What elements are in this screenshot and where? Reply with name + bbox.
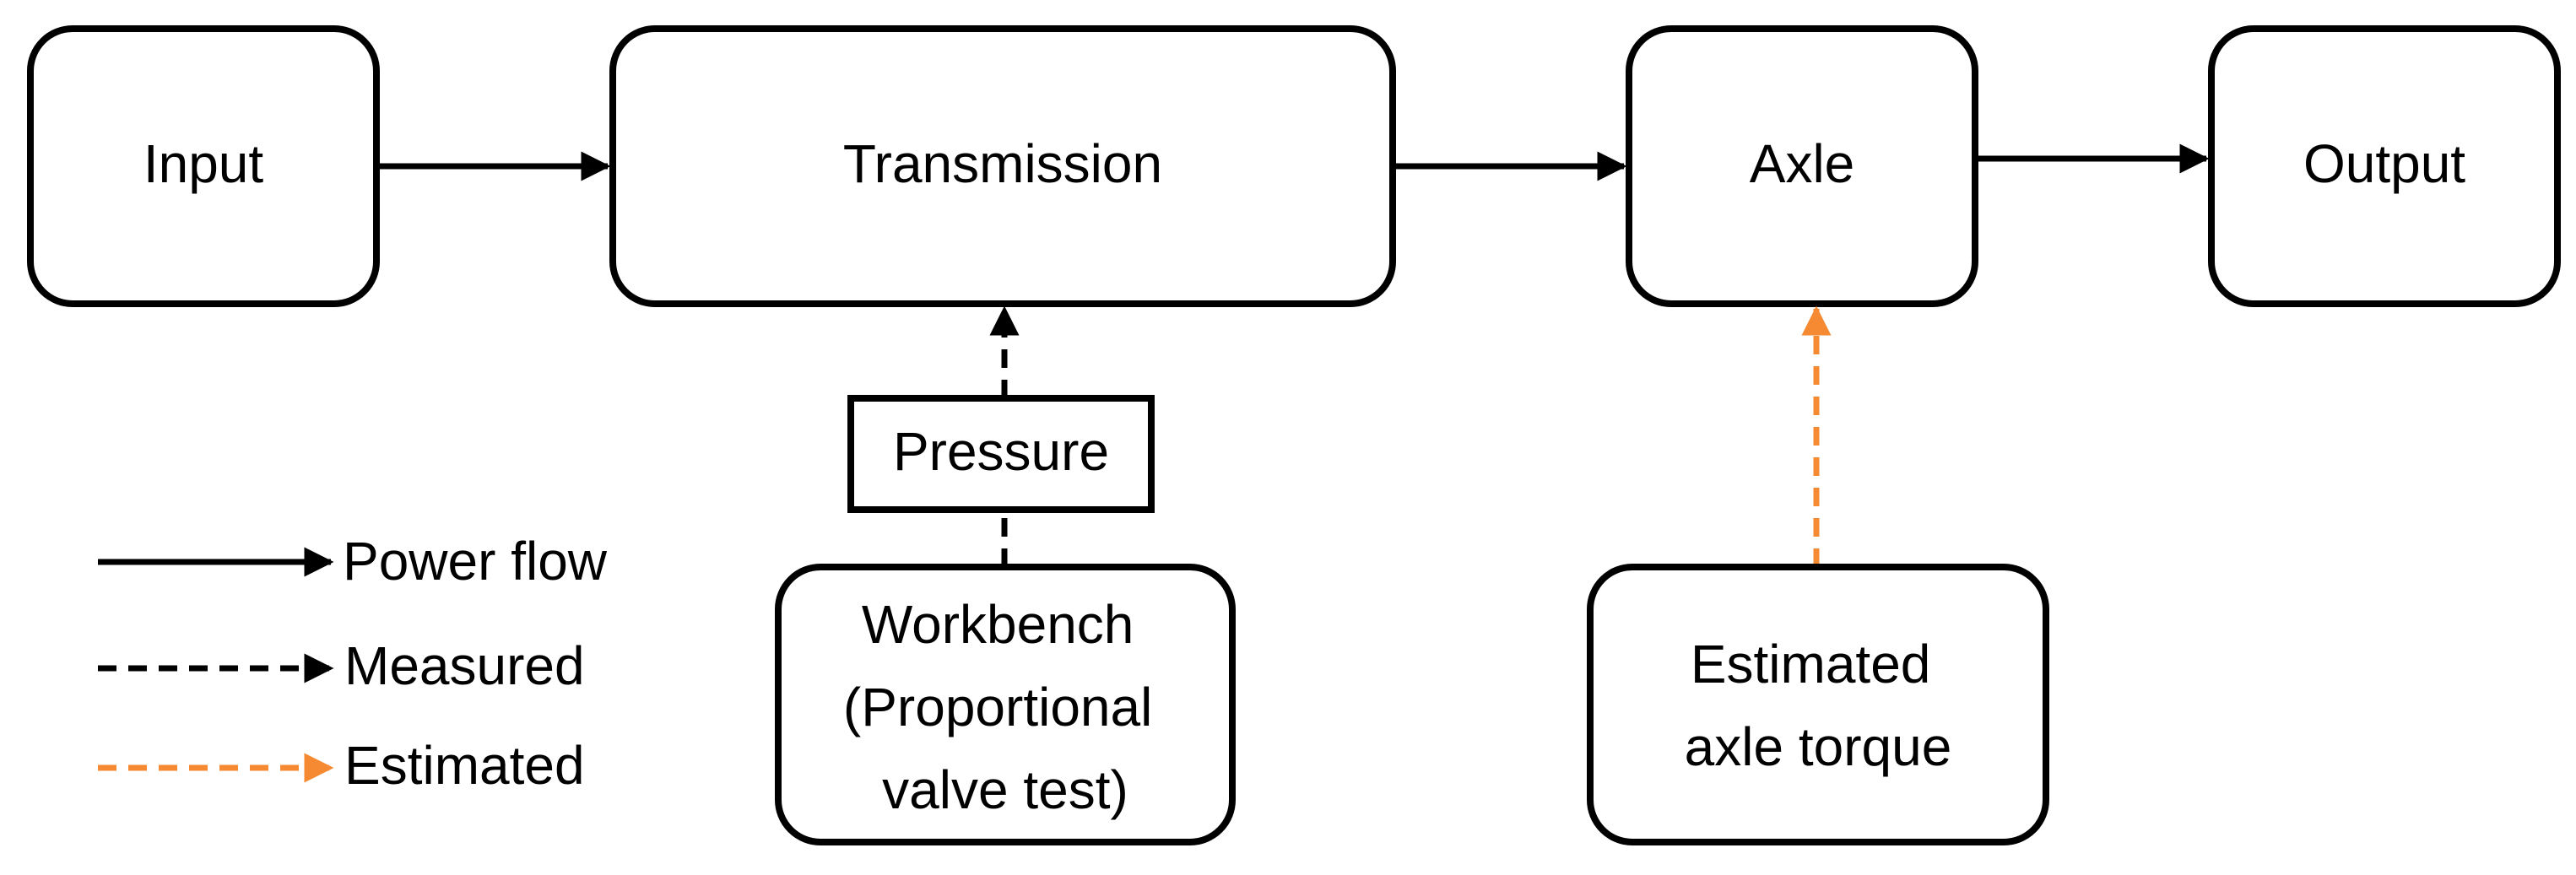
legend: Power flow Measured Estimated: [98, 531, 608, 796]
transmission-node: Transmission: [609, 25, 1396, 307]
workbench-label-line-2: (Proportional: [843, 677, 1152, 737]
input-node: Input: [27, 25, 380, 307]
pressure-label: Pressure: [893, 421, 1109, 482]
legend-estimated-label: Estimated: [344, 735, 585, 796]
workbench-label-line-1: Workbench: [862, 594, 1134, 655]
transmission-label: Transmission: [843, 133, 1162, 194]
estimated-torque-label-line-2: axle torque: [1685, 716, 1952, 777]
workbench-node: Workbench (Proportional valve test): [775, 564, 1236, 845]
pressure-node: Pressure: [847, 395, 1155, 513]
legend-power-flow-label: Power flow: [343, 531, 608, 591]
output-node: Output: [2208, 25, 2561, 307]
legend-measured-label: Measured: [344, 635, 585, 696]
output-label: Output: [2303, 133, 2465, 194]
axle-node: Axle: [1626, 25, 1978, 307]
estimated-torque-label-line-1: Estimated: [1691, 634, 1931, 694]
estimated-torque-node: Estimated axle torque: [1587, 564, 2049, 845]
workbench-label: Workbench (Proportional valve test): [843, 594, 1167, 820]
axle-label: Axle: [1750, 133, 1855, 194]
estimated-torque-label: Estimated axle torque: [1685, 634, 1952, 777]
workbench-label-line-3: valve test): [882, 759, 1128, 820]
input-label: Input: [143, 133, 264, 194]
